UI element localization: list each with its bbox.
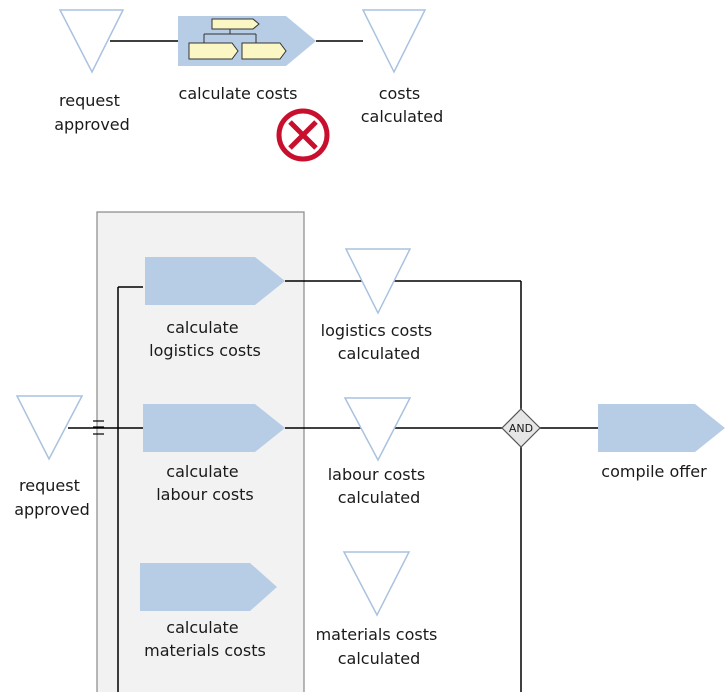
event-label: costs calculated — [361, 84, 444, 126]
function-label: calculate logistics costs — [149, 318, 261, 360]
connector-label: AND — [509, 422, 533, 435]
event-costs-calculated[interactable] — [361, 9, 427, 74]
function-calculate-materials-costs[interactable] — [140, 563, 277, 611]
function-calculate-logistics-costs[interactable] — [145, 257, 285, 305]
function-compile-offer[interactable] — [598, 404, 725, 452]
event-label: logistics costs calculated — [321, 321, 438, 363]
event-logistics-costs-calculated[interactable] — [344, 248, 412, 315]
event-label: request approved — [54, 91, 130, 134]
top-process: request approved calculate costs costs c… — [54, 9, 444, 162]
event-label: labour costs calculated — [328, 465, 431, 507]
function-label: compile offer — [601, 462, 707, 481]
event-request-approved[interactable] — [15, 395, 84, 461]
and-connector[interactable] — [501, 408, 541, 448]
function-label: calculate materials costs — [144, 618, 266, 660]
event-label: materials costs calculated — [316, 625, 443, 668]
event-labour-costs-calculated[interactable] — [343, 397, 412, 462]
bottom-process: request approved calculate logistics cos… — [14, 211, 725, 692]
error-icon — [276, 108, 330, 162]
event-materials-costs-calculated[interactable] — [342, 551, 411, 617]
function-calculate-labour-costs[interactable] — [143, 404, 285, 452]
function-label: calculate costs — [179, 84, 298, 103]
function-label: calculate labour costs — [156, 462, 254, 504]
event-request-approved-top[interactable] — [58, 9, 125, 74]
event-label: request approved — [14, 476, 90, 519]
process-hierarchy-icon — [188, 18, 287, 60]
